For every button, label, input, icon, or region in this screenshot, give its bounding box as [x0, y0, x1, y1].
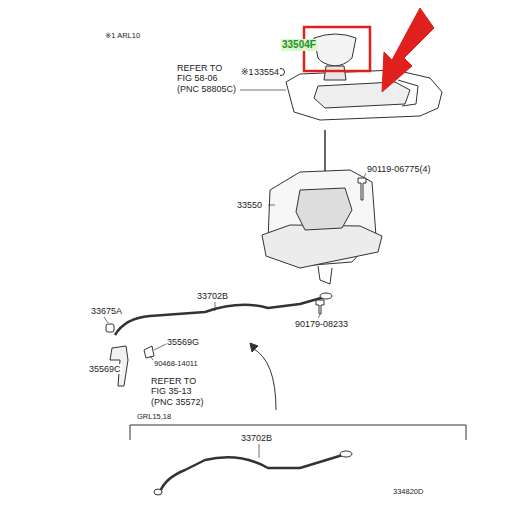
- leader-line: [104, 317, 108, 323]
- bezel-slot: [398, 80, 418, 106]
- part-number: 90119-06775(4): [366, 164, 431, 174]
- console-bezel: [286, 70, 442, 120]
- knob-boot: [324, 66, 346, 80]
- cable-end: [340, 451, 352, 457]
- part-number: 35569C: [88, 364, 122, 374]
- pointer-arrow: [382, 8, 434, 92]
- bushing: [106, 324, 114, 332]
- lever-base: [262, 225, 382, 268]
- arrow-head: [250, 343, 258, 352]
- clip: [144, 346, 154, 358]
- reference-note: REFER TO FIG 35-13 (PNC 35572): [150, 376, 214, 407]
- part-number: 33702B: [196, 291, 229, 301]
- variant-bracket: [130, 425, 466, 440]
- figure-number: 334820D: [392, 488, 424, 497]
- leader-line: [268, 205, 275, 206]
- part-number: 33675A: [90, 306, 123, 316]
- part-number: 35569G: [166, 337, 200, 347]
- bolt: [316, 300, 324, 314]
- leader-line: [259, 444, 260, 458]
- curved-arrow: [252, 348, 276, 410]
- leader-line: [154, 344, 166, 350]
- lever-bracket: [318, 266, 332, 284]
- leader-line: [318, 315, 320, 318]
- bolt: [358, 178, 366, 200]
- bezel-gate: [314, 82, 410, 108]
- cable-end: [320, 293, 332, 299]
- variant-note: ※1 ARL10: [104, 32, 141, 41]
- leader-line: [215, 302, 216, 311]
- lever-detail: [296, 188, 352, 230]
- reference-note: REFER TO FIG 58-06 (PNC 58805C): [176, 63, 240, 94]
- part-number: 33554: [253, 67, 280, 77]
- part-number: 90179-08233: [294, 319, 349, 329]
- shift-knob: [314, 34, 356, 66]
- variant-note: GRL15,18: [136, 413, 172, 422]
- cable-end: [154, 489, 162, 495]
- part-number: 33702B: [240, 433, 273, 443]
- part-number: 33504F: [281, 39, 317, 51]
- part-number: 90468-14011: [153, 360, 199, 369]
- shift-cable-variant: [160, 454, 346, 492]
- part-number: 33550: [236, 200, 263, 210]
